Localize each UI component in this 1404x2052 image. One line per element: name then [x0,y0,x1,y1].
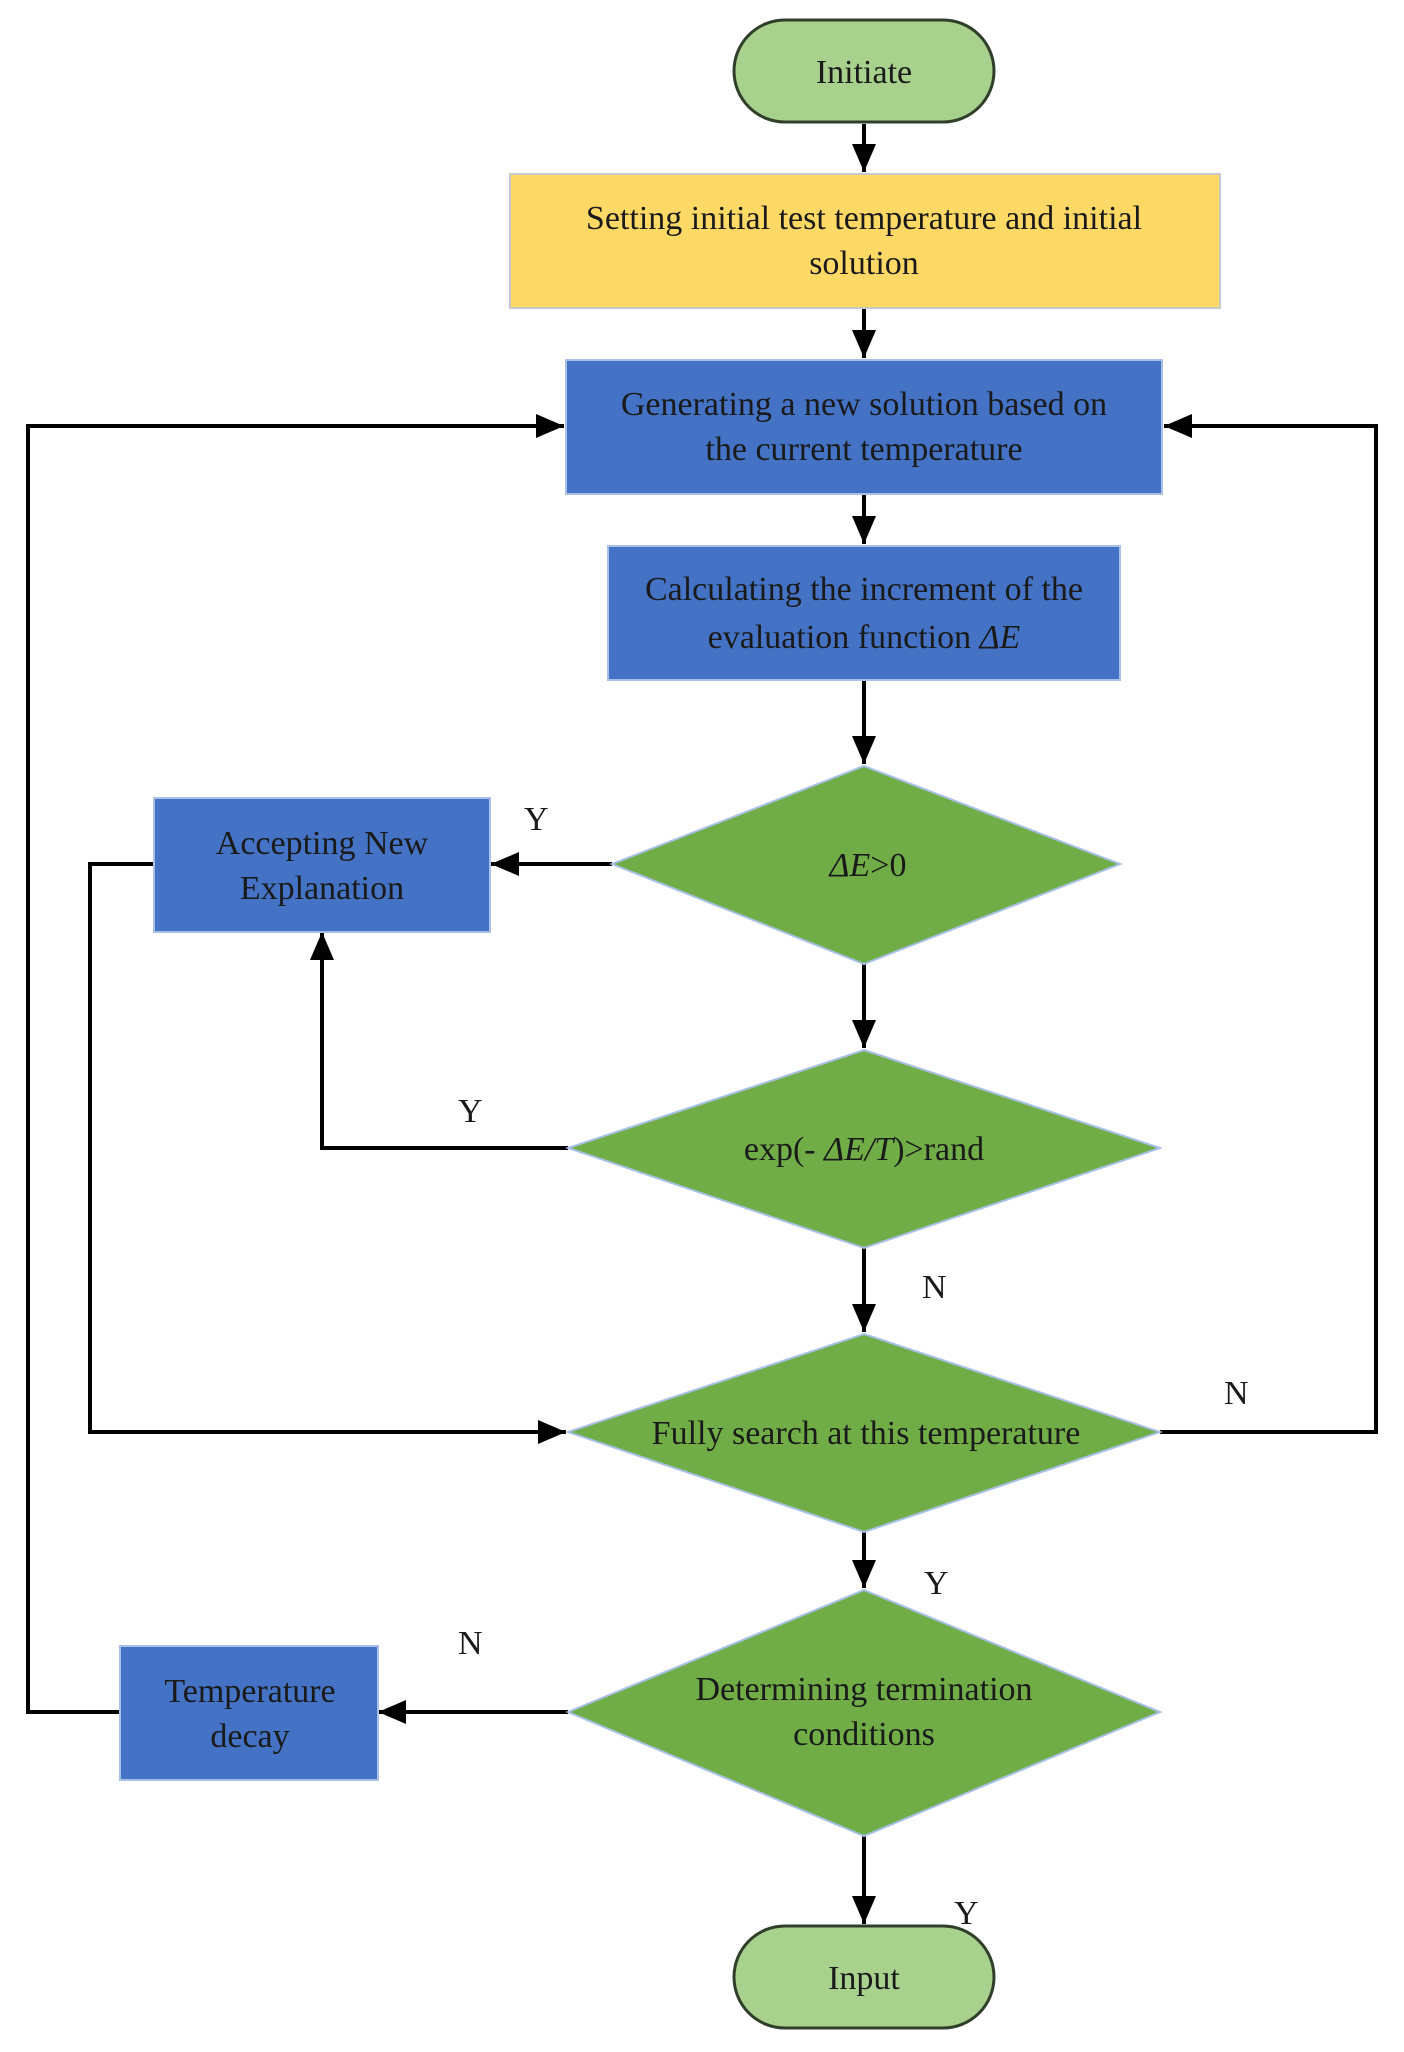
node-init: Setting initial test temperature and ini… [509,173,1221,309]
generate-box-shape [565,359,1163,495]
calc-label-line1: Calculating the increment of the [645,571,1083,608]
accept-label-line1: Accepting New [216,825,429,862]
decision-2-pre: exp(- [744,1131,824,1168]
generate-label-line2: the current temperature [705,431,1022,468]
decision-1-diamond [609,764,1123,966]
edge-d2-yes-to-accept [310,932,568,1150]
node-start: Initiate [732,18,996,124]
node-decay: Temperature decay [119,1645,379,1781]
init-label-line1: Setting initial test temperature and ini… [586,200,1142,237]
edge-accept-to-d3 [88,862,566,1444]
decision-3-diamond [564,1332,1164,1534]
decision-1-delta-e: ΔE [828,847,871,884]
decision-4-label-line2: conditions [793,1716,935,1753]
decision-2-post: )>rand [893,1131,984,1168]
calc-label-line2-text: evaluation function [708,619,980,656]
decision-2-diamond [564,1048,1164,1250]
edge-label-d4-no: N [458,1625,483,1662]
decision-3-label: Fully search at this temperature [652,1415,1081,1452]
node-decision-exp: exp(- ΔE/T)>rand [564,1048,1164,1250]
edge-label-d3-no: N [1224,1375,1249,1412]
end-terminal-shape [732,1924,996,2030]
start-terminal-shape [732,18,996,124]
calc-label-delta-e: ΔE [978,619,1021,656]
decision-1-label: ΔE>0 [828,847,907,884]
decision-4-diamond [565,1588,1163,1838]
init-label-line2: solution [809,245,919,282]
edge-d3-no-to-generate [1160,414,1378,1434]
decision-1-comparison: >0 [870,847,906,884]
edge-label-d4-yes: Y [954,1895,979,1932]
connectors [26,124,1378,1924]
node-decision-delta-e: ΔE>0 [609,764,1123,966]
decay-label-line2: decay [210,1718,289,1755]
edge-label-d2-yes: Y [458,1093,483,1130]
node-accept: Accepting New Explanation [153,797,491,933]
decision-2-delta-e-over-t: ΔE/T [822,1131,895,1168]
edge-label-d3-yes: Y [924,1565,949,1602]
node-end: Input [732,1924,996,2030]
node-decision-termination: Determining termination conditions [565,1588,1163,1838]
start-label: Initiate [816,54,912,91]
end-label: Input [828,1960,900,1997]
node-calc: Calculating the increment of the evaluat… [607,545,1121,681]
edge-labels: Y Y N N Y N Y [458,801,1249,1932]
accept-label-line2: Explanation [240,870,404,907]
node-generate: Generating a new solution based on the c… [565,359,1163,495]
decision-2-label: exp(- ΔE/T)>rand [744,1131,984,1168]
decision-4-label-line1: Determining termination [695,1671,1032,1708]
generate-label-line1: Generating a new solution based on [621,386,1107,423]
calc-box-shape [607,545,1121,681]
accept-box-shape [153,797,491,933]
init-box-shape [509,173,1221,309]
edge-label-d1-yes: Y [524,801,549,838]
decay-box-shape [119,1645,379,1781]
edge-decay-to-generate [26,414,564,1714]
node-decision-fully-search: Fully search at this temperature [564,1332,1164,1534]
calc-label-line2: evaluation function ΔE [708,619,1021,656]
edge-label-d2-no: N [922,1269,947,1306]
decay-label-line1: Temperature [164,1673,335,1710]
